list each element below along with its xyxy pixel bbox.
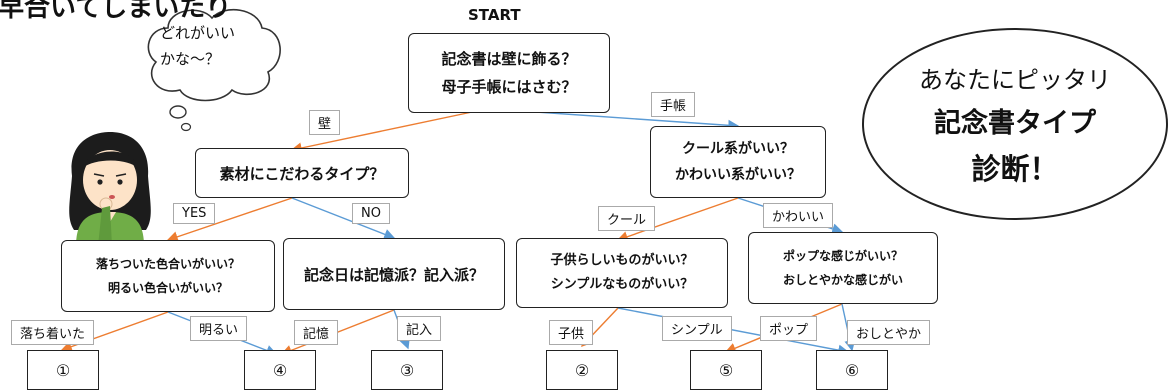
node-q7-line-2: おしとやかな感じがい xyxy=(782,273,903,287)
node-q1-line-1: 記念書は壁に飾る？ xyxy=(441,50,577,68)
edge-q2-q5 xyxy=(291,197,396,240)
edge-label-techo: 手帳 xyxy=(651,92,696,117)
node-memory-or-entry: 記念日は記憶派？記入派？ xyxy=(283,238,505,310)
node-cool-or-cute: クール系がいい？ かわいい系がいい？ xyxy=(650,126,826,198)
edge-label-pop: ポップ xyxy=(760,316,818,341)
start-label: START xyxy=(468,6,521,24)
title-line-3: 診断！ xyxy=(971,152,1059,186)
edge-q1-q3 xyxy=(535,111,740,131)
header-partial-text: 早合いてしまいたり xyxy=(0,0,232,23)
result-box-5: ⑤ xyxy=(690,350,762,390)
edge-label-no: NO xyxy=(352,203,390,224)
node-pop-or-graceful: ポップな感じがいい？ おしとやかな感じがい xyxy=(748,232,938,304)
edge-label-yes: YES xyxy=(173,203,216,224)
node-q6-line-1: 子供らしいものがいい？ xyxy=(550,253,694,268)
node-q2-line-1: 素材にこだわるタイプ？ xyxy=(219,164,385,183)
node-color-tone: 落ちついた色合いがいい？ 明るい色合いがいい？ xyxy=(61,240,275,312)
edge-q3-q6 xyxy=(616,197,739,243)
diagnosis-title-oval: あなたにピッタリ 記念書タイプ 診断！ xyxy=(862,28,1168,220)
title-line-2: 記念書タイプ xyxy=(934,108,1096,139)
edge-label-ochitsuita: 落ち着いた xyxy=(11,320,95,345)
result-box-2: ② xyxy=(546,350,618,390)
edge-label-kioku: 記憶 xyxy=(294,320,339,345)
thought-cloud-icon xyxy=(147,9,281,132)
edge-label-akarui: 明るい xyxy=(190,316,248,341)
title-line-1: あなたにピッタリ xyxy=(919,66,1111,94)
node-q5-line-1: 記念日は記憶派？記入派？ xyxy=(303,265,484,284)
edge-label-kawaii: かわいい xyxy=(763,203,834,228)
edge-label-oshitoyaka: おしとやか xyxy=(847,320,931,345)
node-childlike-or-simple: 子供らしいものがいい？ シンプルなものがいい？ xyxy=(516,238,728,308)
node-material: 素材にこだわるタイプ？ xyxy=(195,148,409,198)
edge-label-simple: シンプル xyxy=(662,316,732,341)
edge-q2-q4 xyxy=(166,197,293,243)
node-wall-or-handbook: 記念書は壁に飾る？ 母子手帳にはさむ？ xyxy=(408,33,610,113)
node-q3-line-2: かわいい系がいい？ xyxy=(675,167,801,183)
node-q6-line-2: シンプルなものがいい？ xyxy=(550,277,694,292)
edge-q6-r6 xyxy=(617,307,850,356)
thinking-woman-icon xyxy=(69,132,151,246)
result-box-1: ① xyxy=(27,350,99,390)
edge-label-kodomo: 子供 xyxy=(549,320,594,345)
edge-label-kabe: 壁 xyxy=(309,110,341,135)
edge-q1-q2 xyxy=(290,111,473,154)
edge-label-cool: クール xyxy=(598,206,656,231)
node-q4-line-2: 明るい色合いがいい？ xyxy=(107,281,228,295)
node-q1-line-2: 母子手帳にはさむ？ xyxy=(441,78,577,96)
thought-text: どれがいい かな～？ xyxy=(160,20,270,72)
node-q3-line-1: クール系がいい？ xyxy=(682,141,794,157)
result-box-4: ④ xyxy=(244,350,316,390)
thought-line-2: かな～？ xyxy=(160,50,221,68)
node-q4-line-1: 落ちついた色合いがいい？ xyxy=(95,257,240,271)
edge-label-kinyu: 記入 xyxy=(397,316,442,341)
result-box-6: ⑥ xyxy=(816,350,888,390)
node-q7-line-1: ポップな感じがいい？ xyxy=(782,249,903,263)
result-box-3: ③ xyxy=(371,350,443,390)
thought-line-1: どれがいい xyxy=(160,24,236,42)
